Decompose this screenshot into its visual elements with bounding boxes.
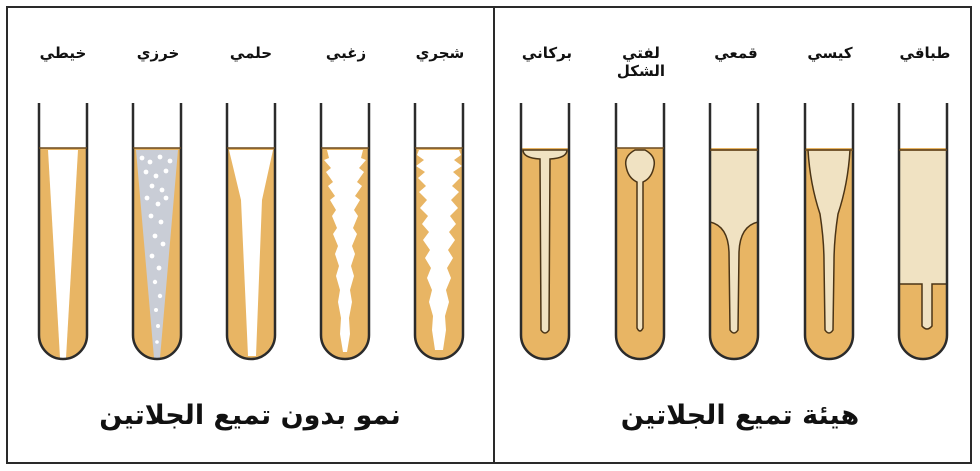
tube-stratiform xyxy=(899,103,947,363)
tube-crateriform xyxy=(521,103,569,363)
tube-filiform xyxy=(39,103,87,363)
tube-villous xyxy=(321,103,369,363)
tube-saccate xyxy=(805,103,853,363)
tube-beaded xyxy=(133,103,181,363)
tube-papillate xyxy=(227,103,275,363)
caption-growth-without-liquefaction: نمو بدون تميع الجلاتين xyxy=(70,400,430,431)
caption-liquefaction-patterns: هيئة تميع الجلاتين xyxy=(560,400,920,431)
tube-napiform xyxy=(616,103,664,363)
tube-arborescent xyxy=(415,103,463,363)
tube-infundibuliform xyxy=(710,103,758,363)
